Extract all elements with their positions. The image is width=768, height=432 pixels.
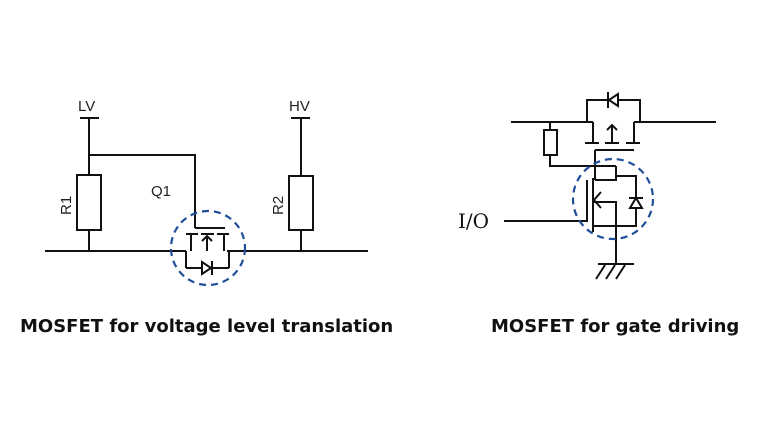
r2-label: R2 (270, 196, 287, 215)
gate-driving-circuit: I/O (458, 92, 716, 280)
hv-label: HV (289, 98, 310, 115)
lv-label: LV (78, 98, 95, 115)
gate-resistor (543, 129, 558, 156)
io-label: I/O (458, 209, 489, 233)
caption-level-translation: MOSFET for voltage level translation (20, 316, 394, 337)
driver-diode-icon (628, 196, 644, 209)
power-diode-icon (607, 92, 619, 108)
body-wire (593, 201, 617, 226)
r1-label: R1 (58, 196, 75, 215)
q1-label: Q1 (151, 183, 171, 200)
body-arrow (592, 191, 602, 209)
level-translation-circuit: LV R1 Q1 HV (45, 98, 368, 287)
resistor-r2 (288, 175, 314, 231)
body-arrow (201, 234, 213, 242)
caption-gate-driving: MOSFET for gate driving (491, 316, 740, 337)
highlight-circle-left (169, 209, 247, 287)
resistor-r1 (76, 174, 102, 231)
driver-mosfet (504, 166, 644, 264)
body-diode-icon (201, 260, 213, 276)
ground-icon (595, 263, 634, 280)
drain-node (595, 166, 617, 181)
diode-wire (616, 175, 637, 227)
gate-wire (89, 154, 196, 228)
highlight-circle-right (571, 157, 655, 241)
power-mosfet (585, 92, 641, 166)
body-arrow (606, 123, 618, 131)
mosfet-q1 (185, 227, 230, 276)
